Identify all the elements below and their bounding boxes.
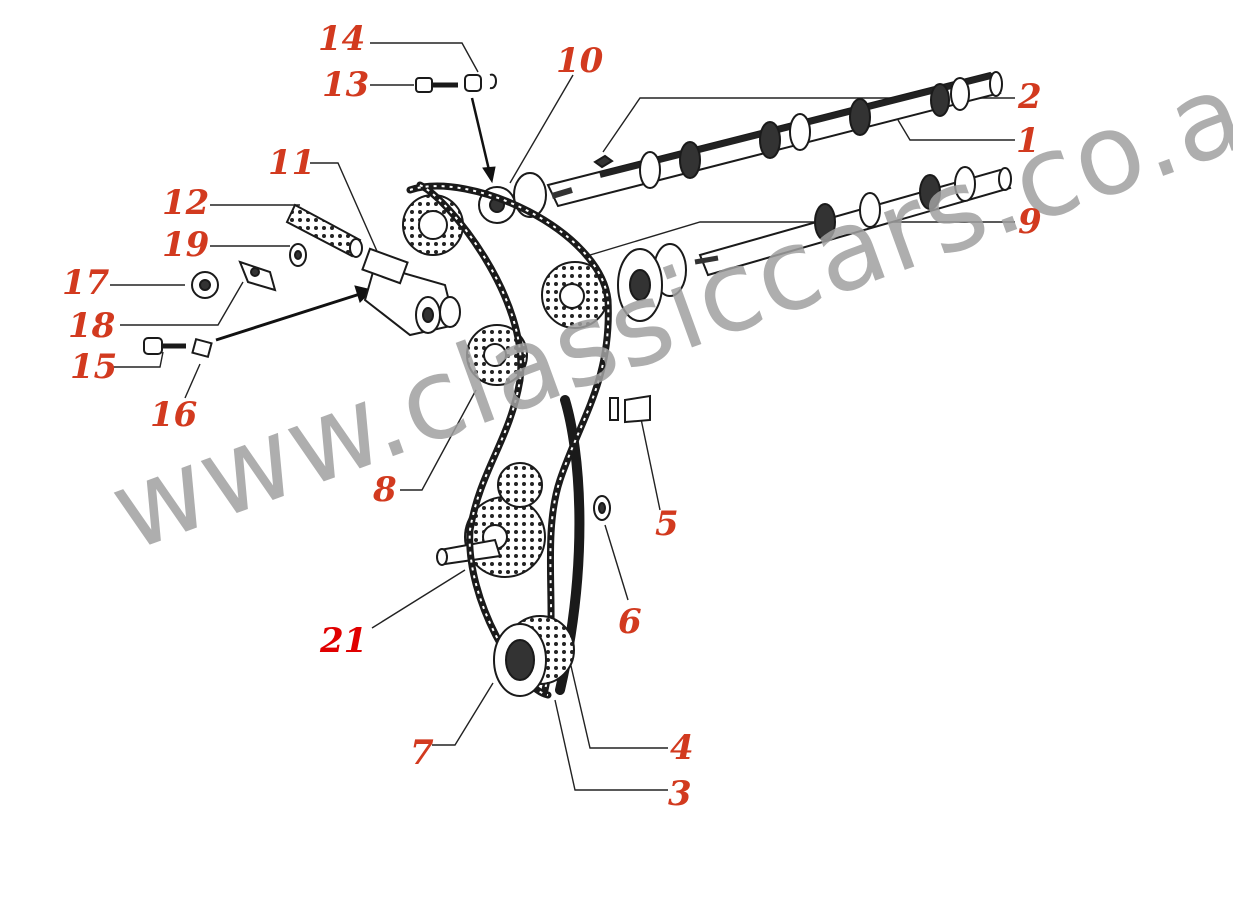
label-8: 8 xyxy=(373,470,397,510)
chain-tensioner xyxy=(361,247,461,337)
label-4: 4 xyxy=(670,728,694,768)
label-13: 13 xyxy=(322,65,370,105)
label-1: 1 xyxy=(1016,121,1040,161)
label-3: 3 xyxy=(668,774,692,814)
label-15: 15 xyxy=(70,347,118,387)
tensioner-spring xyxy=(285,203,363,258)
leader-lines xyxy=(110,42,1015,791)
label-12: 12 xyxy=(162,183,210,223)
label-21: 21 xyxy=(320,621,368,661)
assembly-arrows xyxy=(215,97,496,342)
lower-camshaft xyxy=(617,166,1012,322)
small-hardware xyxy=(143,73,651,521)
crankshaft-sprocket xyxy=(493,615,575,697)
label-16: 16 xyxy=(150,395,198,435)
label-14: 14 xyxy=(318,19,366,59)
label-11: 11 xyxy=(268,143,316,183)
label-19: 19 xyxy=(162,225,210,265)
label-2: 2 xyxy=(1018,77,1042,117)
upper-camshaft xyxy=(513,71,1003,218)
label-9: 9 xyxy=(1018,202,1042,242)
label-10: 10 xyxy=(556,41,604,81)
label-17: 17 xyxy=(62,263,110,303)
label-18: 18 xyxy=(68,306,116,346)
chain-links xyxy=(409,184,610,696)
label-5: 5 xyxy=(655,504,679,544)
label-7: 7 xyxy=(410,733,434,773)
label-6: 6 xyxy=(618,602,642,642)
